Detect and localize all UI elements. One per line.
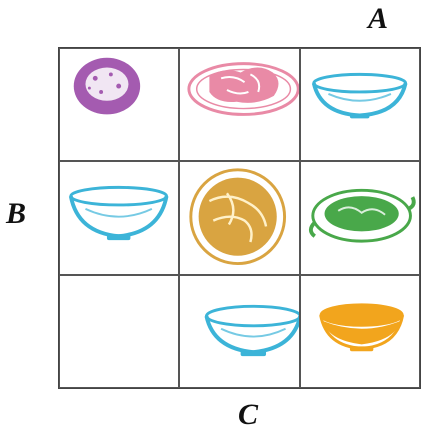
label-b: B [6, 199, 26, 229]
cell-r1-c1 [59, 48, 179, 161]
label-a: A [368, 4, 388, 34]
noodle-plate-icon [180, 162, 298, 273]
label-c: C [238, 400, 258, 430]
cell-r3-c2 [179, 275, 299, 388]
cell-r1-c3 [300, 48, 420, 161]
empty-bowl-icon [301, 49, 419, 160]
meat-plate-icon [180, 49, 298, 160]
empty-bowl-icon [60, 162, 178, 273]
cell-r3-c1 [59, 275, 179, 388]
soup-bowl-icon [301, 276, 419, 387]
cell-r3-c3 [300, 275, 420, 388]
cell-r1-c2 [179, 48, 299, 161]
vegetable-dish-icon [301, 162, 419, 273]
food-grid [58, 47, 421, 389]
cell-r2-c2 [179, 161, 299, 274]
empty-bowl-icon [180, 276, 298, 387]
cell-r2-c3 [300, 161, 420, 274]
rice-ball-icon [60, 49, 178, 160]
cell-r2-c1 [59, 161, 179, 274]
